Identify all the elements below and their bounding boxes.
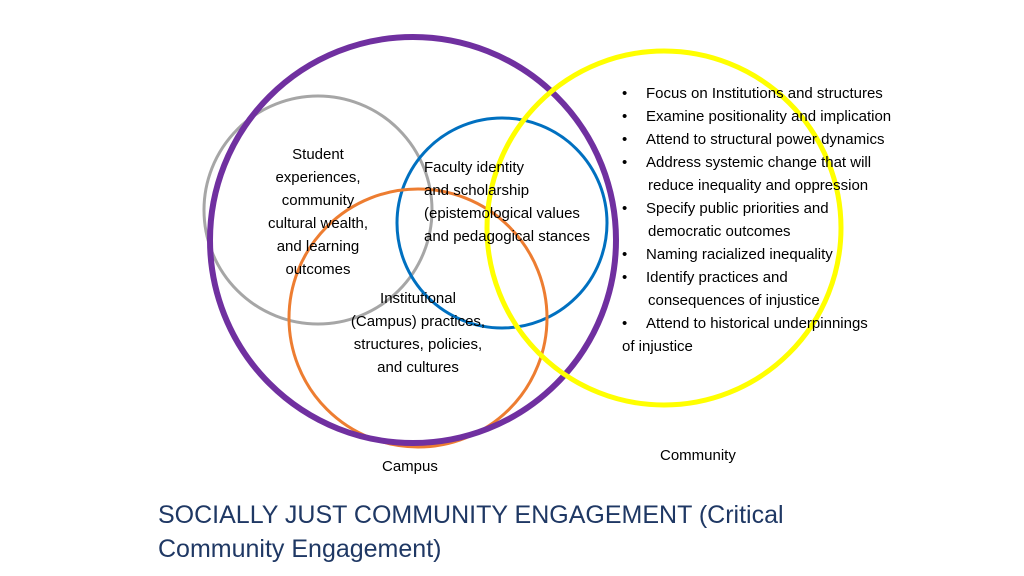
list-item: Focus on Institutions and structures bbox=[620, 82, 891, 105]
institutional-label: Institutional (Campus) practices, struct… bbox=[350, 290, 486, 376]
list-item: Naming racialized inequality bbox=[620, 243, 891, 266]
campus-circle bbox=[207, 34, 619, 446]
page-title: SOCIALLY JUST COMMUNITY ENGAGEMENT (Crit… bbox=[158, 501, 784, 563]
list-item: Examine positionality and implication bbox=[620, 105, 891, 128]
principles-list: Focus on Institutions and structures Exa… bbox=[620, 82, 891, 358]
list-item: Attend to structural power dynamics bbox=[620, 128, 891, 151]
institutional-circle bbox=[287, 187, 549, 449]
student-circle bbox=[202, 94, 434, 326]
faculty-circle bbox=[395, 116, 609, 330]
student-label: Student experiences, community cultural … bbox=[267, 146, 369, 278]
list-item: Address systemic change that willreduce … bbox=[620, 151, 891, 197]
campus-label: Campus bbox=[382, 458, 438, 475]
faculty-label: Faculty identity and scholarship (episte… bbox=[424, 159, 590, 245]
list-item: Specify public priorities anddemocratic … bbox=[620, 197, 891, 243]
community-label: Community bbox=[660, 447, 736, 464]
